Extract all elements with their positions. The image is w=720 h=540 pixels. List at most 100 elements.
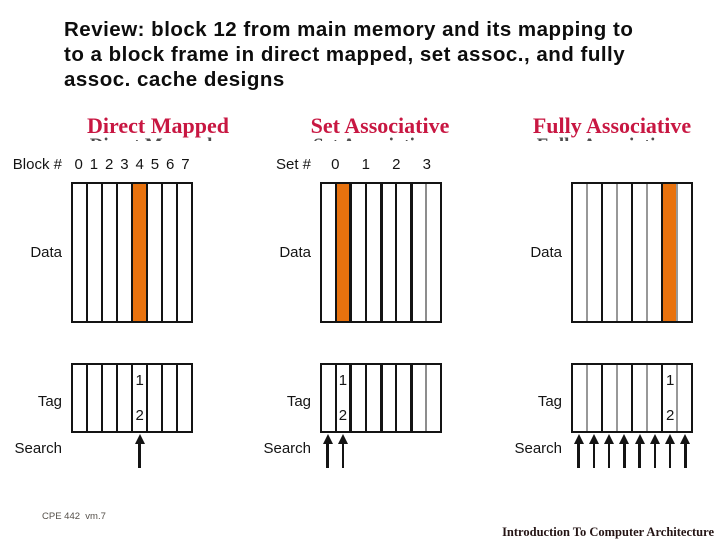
data-cell-highlighted [133, 184, 148, 321]
index-number: 4 [135, 156, 144, 173]
data-cell [352, 184, 367, 321]
tag-cell [588, 365, 603, 431]
search-arrow [134, 434, 146, 468]
search-arrow [573, 434, 585, 468]
tag-cell [178, 365, 191, 431]
data-cell [367, 184, 383, 321]
tag-cell [103, 365, 118, 431]
index-number: 5 [150, 156, 160, 173]
data-cell [103, 184, 118, 321]
data-cell [573, 184, 588, 321]
data-cell-highlighted [336, 184, 353, 321]
index-number: 0 [331, 156, 340, 173]
tag-digit-bottom: 2 [135, 407, 144, 424]
tag-box [571, 363, 693, 433]
diagram-fully-associative: Fully Associative Fully Associative Data… [500, 0, 720, 540]
data-cell [118, 184, 133, 321]
tag-cell [427, 365, 440, 431]
data-cell [322, 184, 337, 321]
tag-value: 1 2 [132, 363, 147, 433]
arrow-head-icon [680, 434, 691, 444]
index-number: 1 [361, 156, 370, 173]
arrow-shaft [684, 442, 687, 468]
tag-cell [678, 365, 691, 431]
block-number-label: Block # [12, 156, 62, 173]
tag-label: Tag [286, 393, 311, 410]
arrow-head-icon [634, 434, 645, 444]
tag-digit-top: 1 [338, 372, 348, 389]
data-label: Data [530, 244, 562, 261]
arrow-shaft [326, 442, 329, 468]
data-cell [427, 184, 440, 321]
data-box [571, 182, 693, 323]
tag-cell [618, 365, 633, 431]
search-arrow [337, 434, 349, 468]
arrow-head-icon [573, 434, 584, 444]
index-number: 2 [392, 156, 401, 173]
tag-cell [148, 365, 163, 431]
arrow-shaft [638, 442, 641, 468]
tag-value: 1 2 [663, 363, 678, 433]
course-title: Introduction To Computer Architecture [502, 525, 714, 539]
diagram-heading-ghost: Direct Mapped [51, 135, 251, 141]
data-cell [178, 184, 191, 321]
diagram-heading: Set Associative [310, 113, 450, 138]
tag-cell [383, 365, 398, 431]
search-arrow [322, 434, 334, 468]
tag-cell [633, 365, 648, 431]
arrow-head-icon [322, 434, 333, 444]
tag-label: Tag [37, 393, 62, 410]
tag-cell [73, 365, 88, 431]
tag-cell [367, 365, 383, 431]
data-cell [678, 184, 691, 321]
index-number: 6 [165, 156, 175, 173]
tag-cell [133, 365, 148, 431]
tag-cell [648, 365, 663, 431]
search-arrow [603, 434, 615, 468]
tag-cell [118, 365, 133, 431]
data-cell [603, 184, 618, 321]
arrow-head-icon [665, 434, 676, 444]
title-line-2: to a block frame in direct mapped, set a… [64, 43, 626, 66]
data-cell [163, 184, 178, 321]
data-cell [648, 184, 663, 321]
arrow-shaft [653, 442, 657, 468]
diagram-heading: Direct Mapped [87, 113, 229, 138]
tag-cell [663, 365, 678, 431]
data-cell [73, 184, 88, 321]
search-arrows [249, 434, 475, 468]
tag-digit-bottom: 2 [665, 407, 675, 424]
tag-cell [352, 365, 367, 431]
search-label: Search [14, 440, 62, 457]
tag-cell [397, 365, 413, 431]
index-number: 2 [104, 156, 114, 173]
arrow-head-icon [588, 434, 599, 444]
index-number: 1 [89, 156, 99, 173]
index-number: 7 [181, 156, 190, 173]
data-cell [413, 184, 428, 321]
tag-cell [573, 365, 588, 431]
tag-box [71, 363, 193, 433]
data-label: Data [30, 244, 62, 261]
tag-digit-top: 1 [665, 372, 675, 389]
index-number: 0 [74, 156, 83, 173]
diagram-heading-ghost: Set Associative [273, 135, 473, 141]
diagram-set-associative: Set Associative Set Associative Set # 01… [249, 0, 475, 540]
index-number: 3 [120, 156, 129, 173]
tag-box [320, 363, 442, 433]
search-arrows [0, 434, 226, 468]
arrow-shaft [138, 442, 141, 468]
data-cell [633, 184, 648, 321]
tag-value: 1 2 [335, 363, 350, 433]
tag-label: Tag [537, 393, 562, 410]
search-arrow [679, 434, 691, 468]
data-box [320, 182, 442, 323]
data-box [71, 182, 193, 323]
diagram-heading-ghost: Fully Associative [505, 135, 705, 141]
search-label: Search [514, 440, 562, 457]
data-cell-highlighted [663, 184, 678, 321]
tag-digit-top: 1 [135, 372, 144, 389]
